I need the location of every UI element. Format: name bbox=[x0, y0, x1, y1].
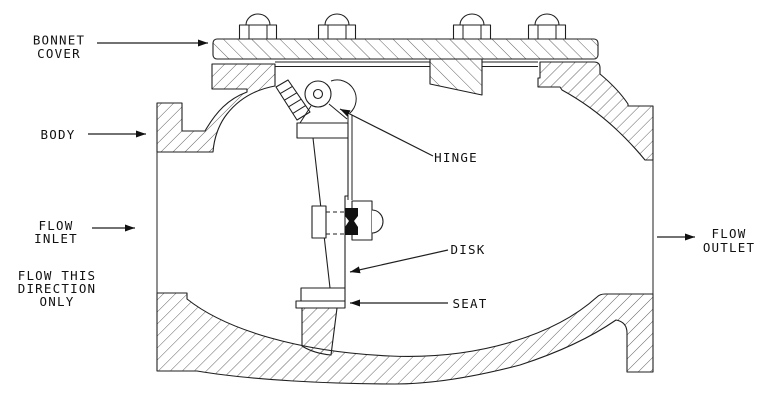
bonnet-bolt bbox=[452, 13, 492, 40]
hinge-part bbox=[275, 79, 357, 124]
bonnet-bolt bbox=[527, 13, 567, 40]
label-hinge: HINGE bbox=[434, 150, 478, 165]
label-flow-inlet-line1: FLOW bbox=[39, 218, 74, 233]
hinge-arrow bbox=[339, 108, 434, 157]
body-part bbox=[156, 61, 654, 385]
label-bonnet-cover-line1: BONNET bbox=[33, 33, 85, 48]
seat-part bbox=[295, 300, 346, 309]
bonnet-bolt bbox=[238, 13, 278, 40]
disk-nut bbox=[345, 208, 358, 235]
label-bonnet-cover-line2: COVER bbox=[37, 46, 81, 61]
label-flow-outlet-line2: OUTLET bbox=[703, 240, 755, 255]
label-flow-inlet-line2: INLET bbox=[34, 231, 78, 246]
label-flow-note-line2: DIRECTION bbox=[18, 281, 97, 296]
bonnet-bolt bbox=[317, 13, 357, 40]
disk-arrow bbox=[349, 249, 449, 274]
label-disk: DISK bbox=[451, 242, 486, 257]
label-flow-outlet-line1: FLOW bbox=[712, 226, 747, 241]
bonnet-cover-part bbox=[212, 38, 599, 96]
label-seat: SEAT bbox=[453, 296, 488, 311]
label-flow-note-line3: ONLY bbox=[40, 294, 75, 309]
label-body: BODY bbox=[41, 127, 76, 142]
label-flow-note-line1: FLOW THIS bbox=[18, 268, 97, 283]
disk-part bbox=[296, 115, 384, 302]
